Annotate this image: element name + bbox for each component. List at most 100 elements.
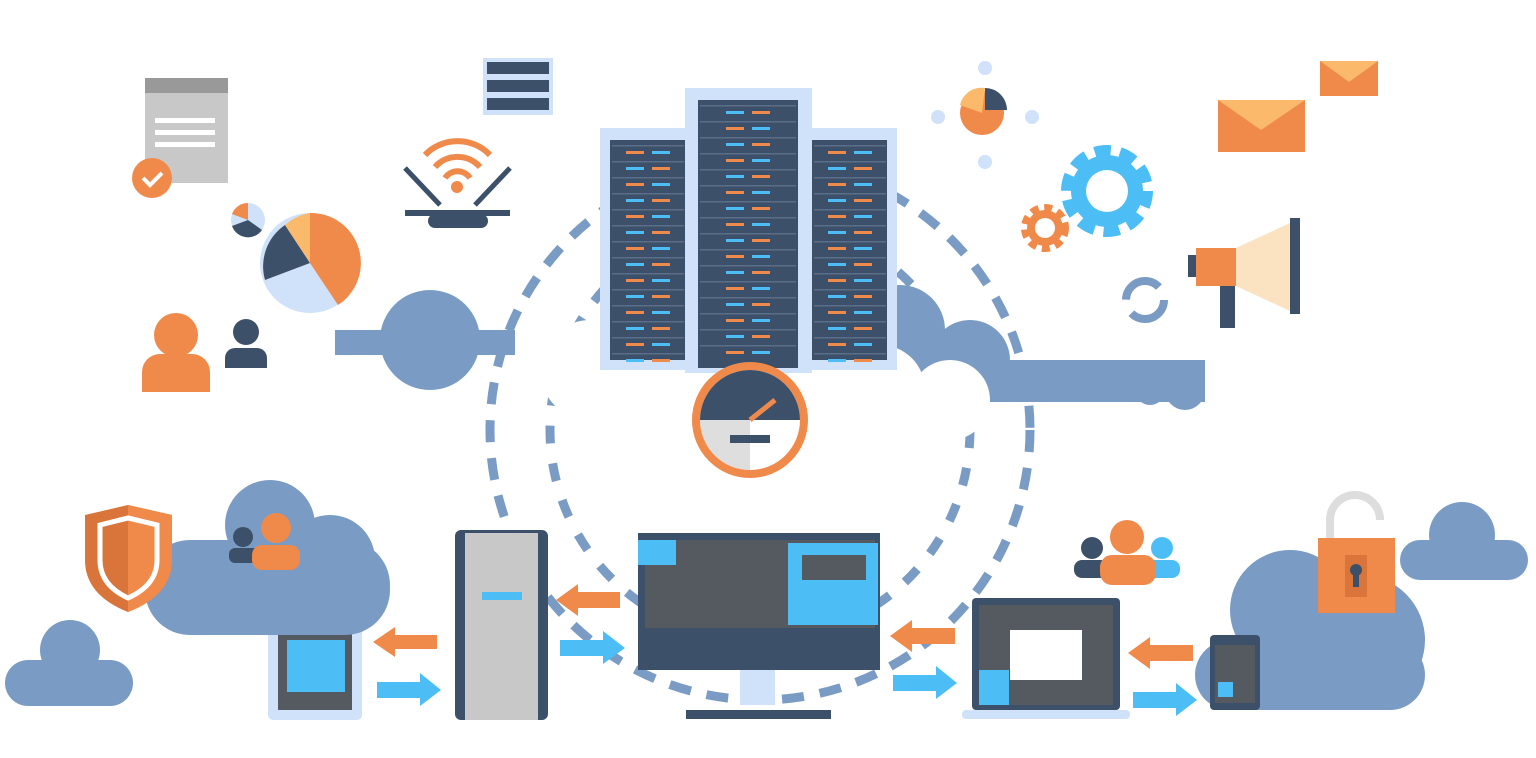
rack-light	[828, 263, 846, 266]
rack-light	[626, 183, 644, 186]
rack-light	[752, 239, 770, 242]
rack-light	[854, 215, 872, 218]
rack-light	[726, 271, 744, 274]
rack-light	[726, 223, 744, 226]
rack-light	[752, 319, 770, 322]
rack-light	[626, 215, 644, 218]
rack-divider	[612, 257, 684, 259]
rack-light	[828, 359, 846, 362]
rack-light	[652, 263, 670, 266]
rack-light	[854, 263, 872, 266]
rack-light	[828, 343, 846, 346]
rack-light	[752, 287, 770, 290]
rack-light	[726, 239, 744, 242]
megaphone-icon	[1188, 218, 1300, 328]
rack-light	[752, 223, 770, 226]
rack-light	[854, 279, 872, 282]
rack-light	[626, 311, 644, 314]
rack-light	[652, 327, 670, 330]
rack-divider	[700, 281, 796, 283]
tablet-icon	[268, 612, 362, 720]
rack-light	[726, 287, 744, 290]
rack-light	[828, 151, 846, 154]
rack-light	[828, 231, 846, 234]
server-rack-left	[600, 128, 695, 370]
rack-light	[854, 343, 872, 346]
rack-light	[626, 295, 644, 298]
rack-light	[828, 247, 846, 250]
rack-light	[652, 199, 670, 202]
rack-light	[828, 327, 846, 330]
rack-light	[726, 127, 744, 130]
rack-light	[626, 359, 644, 362]
rack-light	[854, 359, 872, 362]
rack-light	[752, 175, 770, 178]
pie-chart-icon-small	[931, 61, 1039, 169]
rack-divider	[612, 289, 684, 291]
laptop-icon	[962, 598, 1130, 719]
rack-light	[652, 359, 670, 362]
rack-light	[726, 175, 744, 178]
rack-light	[626, 199, 644, 202]
rack-light	[626, 151, 644, 154]
data-transfer-arrows	[373, 584, 1197, 716]
rack-divider	[612, 209, 684, 211]
rack-light	[726, 351, 744, 354]
rack-divider	[700, 313, 796, 315]
rack-light	[752, 111, 770, 114]
rack-divider	[814, 145, 886, 147]
sync-arrows-icon	[1122, 277, 1168, 323]
rack-divider	[700, 121, 796, 123]
rack-light	[652, 295, 670, 298]
rack-light	[752, 159, 770, 162]
rack-divider	[814, 257, 886, 259]
rack-divider	[612, 193, 684, 195]
rack-light	[828, 167, 846, 170]
rack-divider	[700, 169, 796, 171]
rack-divider	[700, 105, 796, 107]
rack-light	[726, 143, 744, 146]
rack-light	[854, 167, 872, 170]
rack-light	[652, 215, 670, 218]
rack-light	[652, 183, 670, 186]
desktop-monitor-icon	[638, 533, 880, 719]
rack-divider	[700, 201, 796, 203]
rack-divider	[814, 241, 886, 243]
padlock-icon	[1318, 491, 1395, 613]
rack-divider	[814, 321, 886, 323]
rack-divider	[612, 241, 684, 243]
rack-light	[752, 191, 770, 194]
pie-chart-icon	[231, 202, 361, 313]
document-icon	[132, 78, 228, 198]
server-rack-right	[805, 128, 897, 370]
rack-light	[752, 303, 770, 306]
rack-light	[626, 167, 644, 170]
rack-divider	[700, 329, 796, 331]
rack-light	[854, 311, 872, 314]
rack-divider	[700, 217, 796, 219]
rack-divider	[612, 145, 684, 147]
rack-light	[752, 335, 770, 338]
rack-light	[854, 151, 872, 154]
rack-light	[828, 311, 846, 314]
rack-light	[752, 207, 770, 210]
rack-light	[652, 311, 670, 314]
rack-light	[854, 231, 872, 234]
rack-light	[752, 143, 770, 146]
rack-divider	[612, 225, 684, 227]
rack-divider	[700, 297, 796, 299]
rack-divider	[612, 161, 684, 163]
server-rack-lights	[612, 105, 886, 362]
rack-light	[726, 319, 744, 322]
users-icon-left	[142, 313, 267, 392]
rack-divider	[612, 337, 684, 339]
rack-divider	[814, 209, 886, 211]
wifi-router-icon	[403, 138, 512, 228]
rack-divider	[814, 177, 886, 179]
rack-divider	[700, 153, 796, 155]
rack-light	[828, 279, 846, 282]
rack-light	[854, 295, 872, 298]
gear-icon	[1021, 145, 1153, 252]
rack-divider	[612, 273, 684, 275]
